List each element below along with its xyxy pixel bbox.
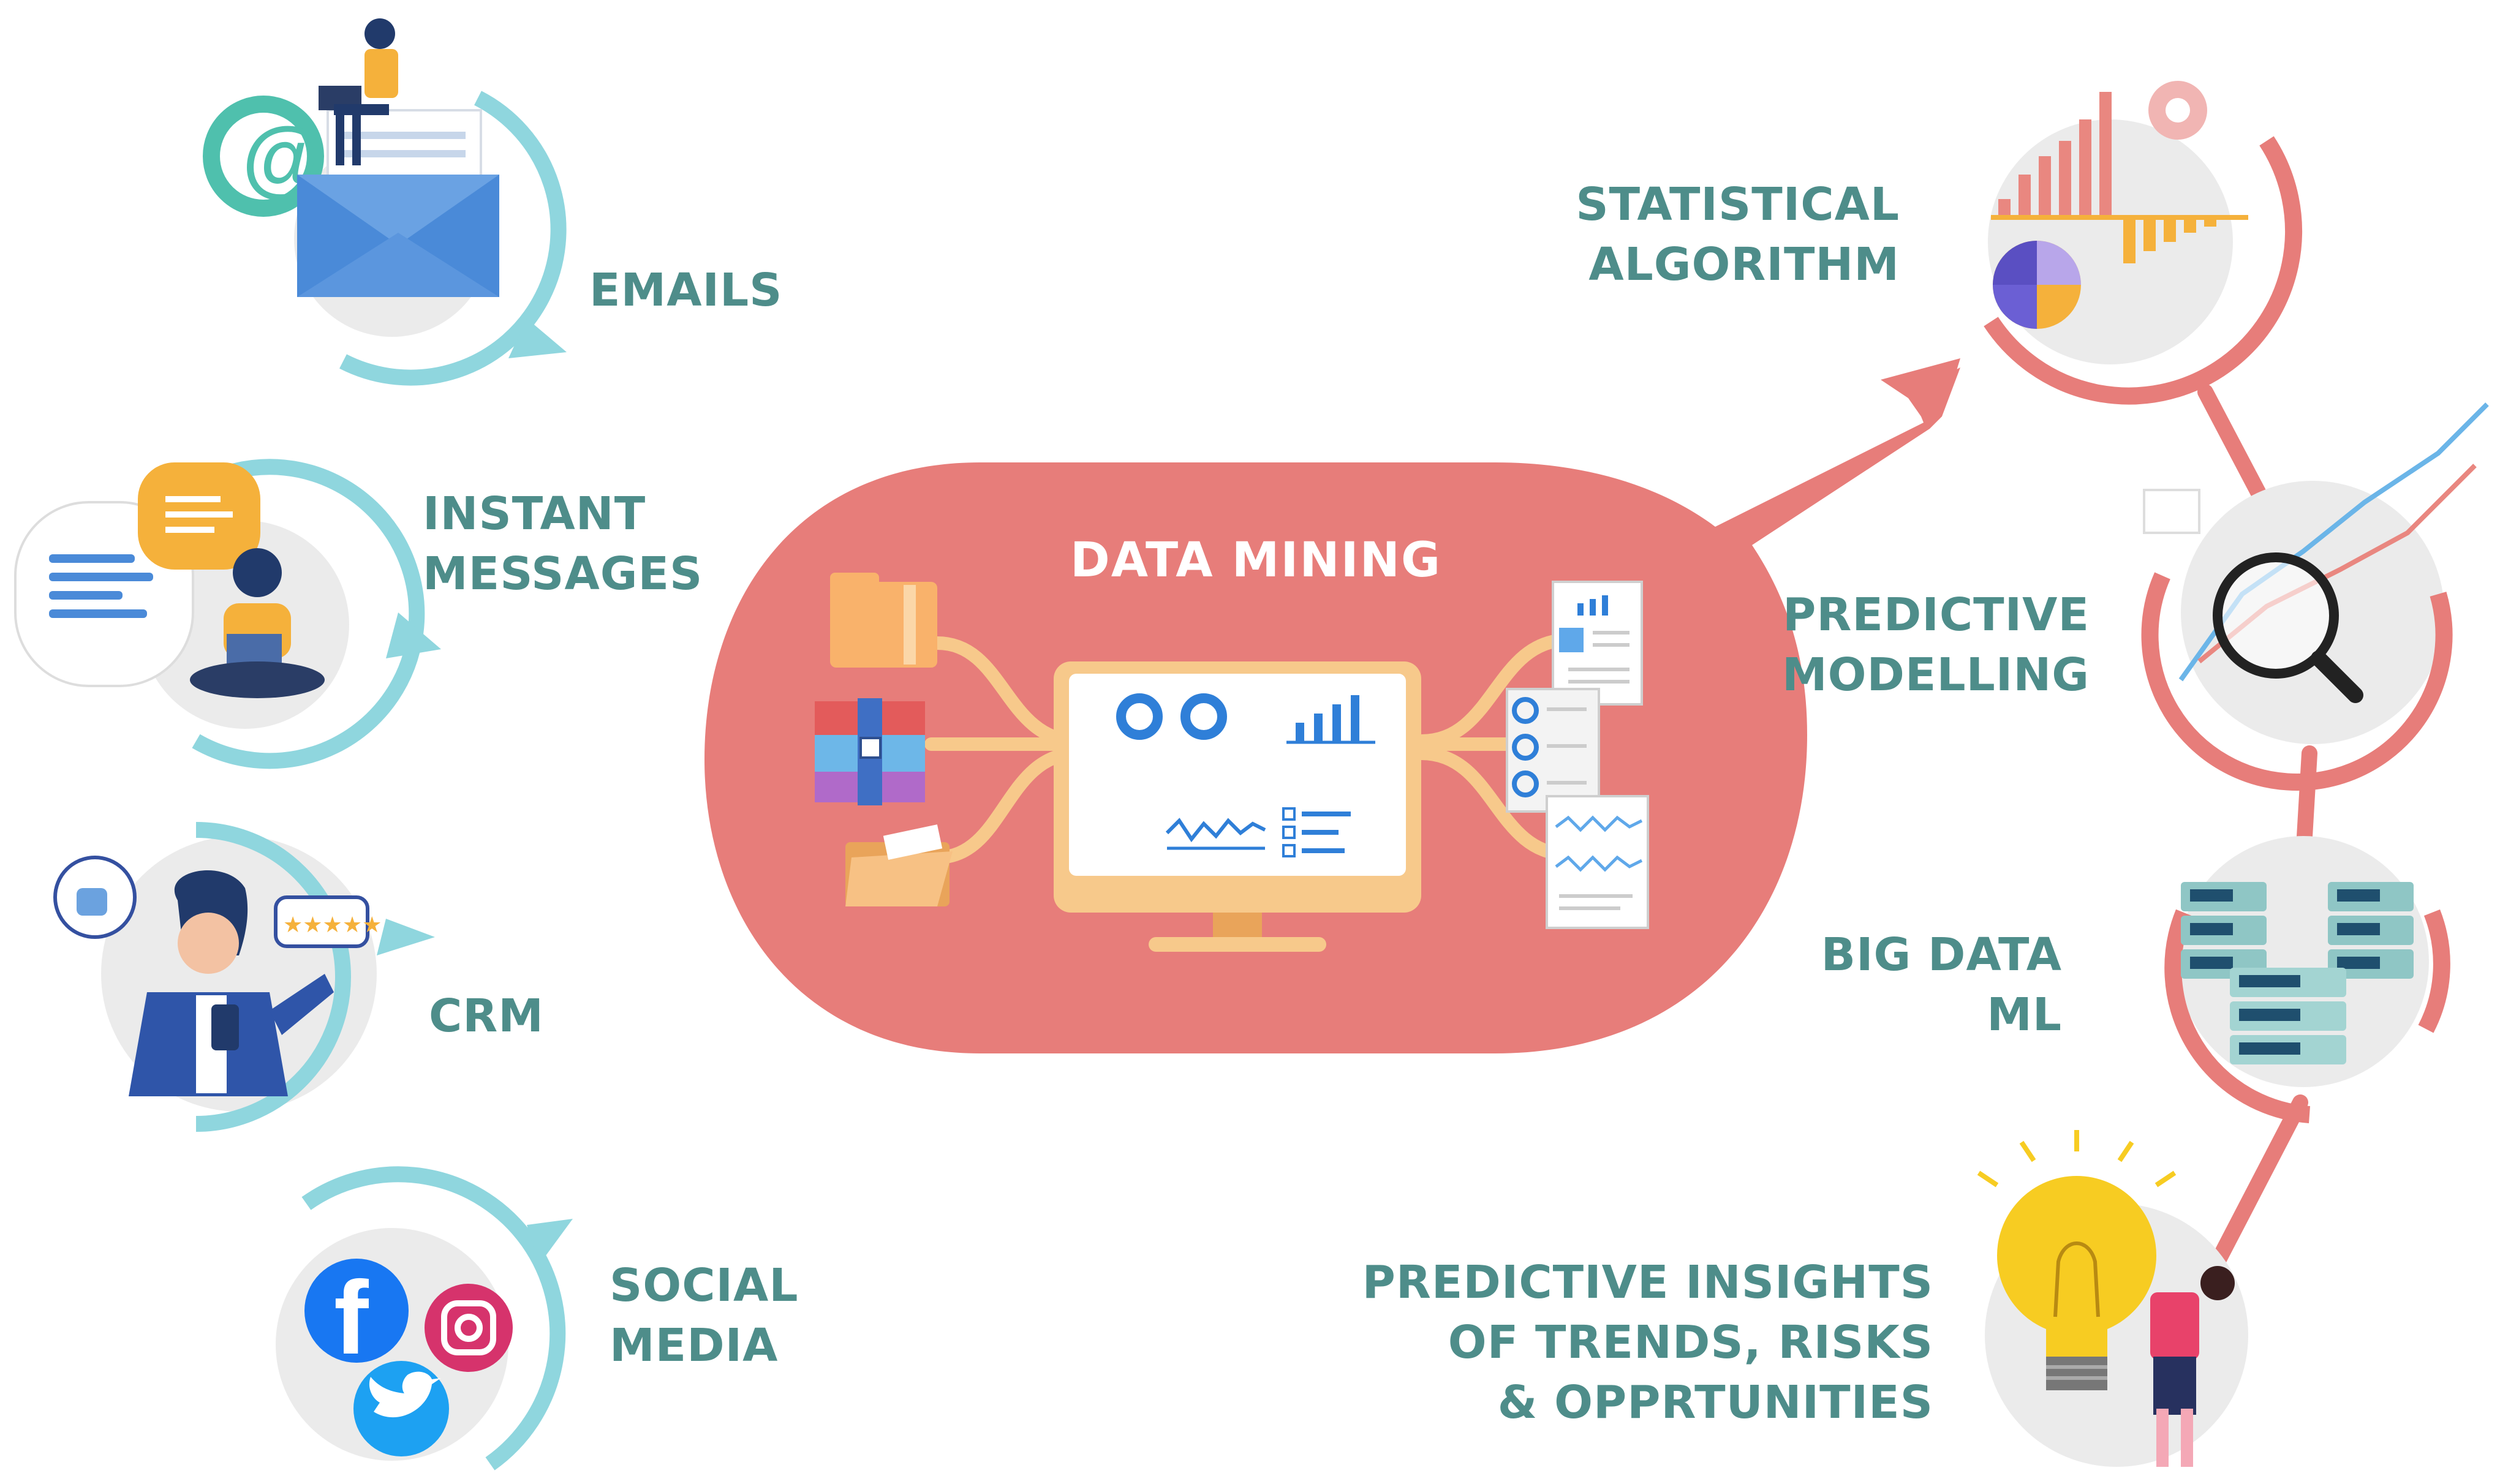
zip-folder-icon — [830, 573, 937, 668]
emails-node: @ — [203, 18, 567, 386]
label-line: OF TRENDS, RISKS — [1448, 1316, 1933, 1369]
label-line: MESSAGES — [423, 548, 703, 600]
open-folder-icon — [845, 824, 953, 906]
label-line: PREDICTIVE INSIGHTS — [1362, 1256, 1933, 1309]
options-document-icon — [1506, 688, 1600, 813]
label-line: & OPPRTUNITIES — [1497, 1376, 1933, 1429]
outcome-label-predictive-modelling: PREDICTIVE MODELLING — [1782, 585, 2090, 705]
predictive-insights-node — [1977, 1130, 2248, 1467]
lightbulb-icon — [1977, 1130, 2235, 1467]
label-line: EMAILS — [589, 264, 783, 317]
monitor-dashboard-icon — [1054, 661, 1421, 952]
label-line: CRM — [429, 990, 544, 1042]
server-rack-icon — [2181, 882, 2414, 1064]
arrow-head-icon — [1881, 358, 1960, 429]
source-label-crm: CRM — [429, 986, 544, 1046]
label-line: STATISTICAL — [1576, 178, 1900, 231]
archive-box-icon — [815, 698, 925, 805]
crm-node: ★★★★★ — [53, 822, 435, 1132]
predictive-modelling-node — [2141, 402, 2489, 791]
source-label-emails: EMAILS — [589, 260, 782, 320]
svg-text:★★★★★: ★★★★★ — [283, 913, 382, 938]
label-line: MODELLING — [1781, 649, 2090, 701]
bar-pie-chart-icon — [1991, 81, 2248, 329]
source-label-social-media: SOCIAL MEDIA — [610, 1256, 798, 1376]
label-line: SOCIAL — [610, 1259, 799, 1312]
outcome-label-predictive-insights: PREDICTIVE INSIGHTS OF TRENDS, RISKS & O… — [1362, 1252, 1933, 1433]
report-document-icon — [1552, 581, 1643, 706]
customer-rating-icon: ★★★★★ — [53, 856, 382, 1096]
connector-lines-right — [1414, 633, 1575, 861]
data-mining-title: DATA MINING — [1070, 533, 1441, 588]
email-envelope-icon: @ — [203, 18, 499, 297]
magnifier-chart-icon — [2143, 402, 2489, 703]
outcome-label-statistical-algorithm: STATISTICAL ALGORITHM — [1576, 175, 1900, 295]
social-media-node: f — [276, 1166, 573, 1471]
big-data-ml-node — [2164, 836, 2450, 1123]
outcome-label-big-data-ml: BIG DATA ML — [1821, 925, 2062, 1045]
wave-document-icon — [1546, 795, 1649, 929]
label-line: PREDICTIVE — [1783, 589, 2090, 641]
instant-messages-node — [14, 459, 441, 769]
label-line: INSTANT — [423, 488, 646, 540]
source-label-instant-messages: INSTANT MESSAGES — [423, 484, 703, 604]
label-line: ALGORITHM — [1588, 238, 1900, 291]
label-line: ML — [1987, 989, 2062, 1041]
social-logos-icon: f — [304, 1259, 513, 1456]
svg-text:f: f — [334, 1260, 369, 1376]
label-line: MEDIA — [610, 1319, 779, 1372]
label-line: BIG DATA — [1821, 928, 2062, 981]
statistical-algorithm-node — [1984, 81, 2302, 405]
chat-bubbles-icon — [14, 462, 325, 698]
